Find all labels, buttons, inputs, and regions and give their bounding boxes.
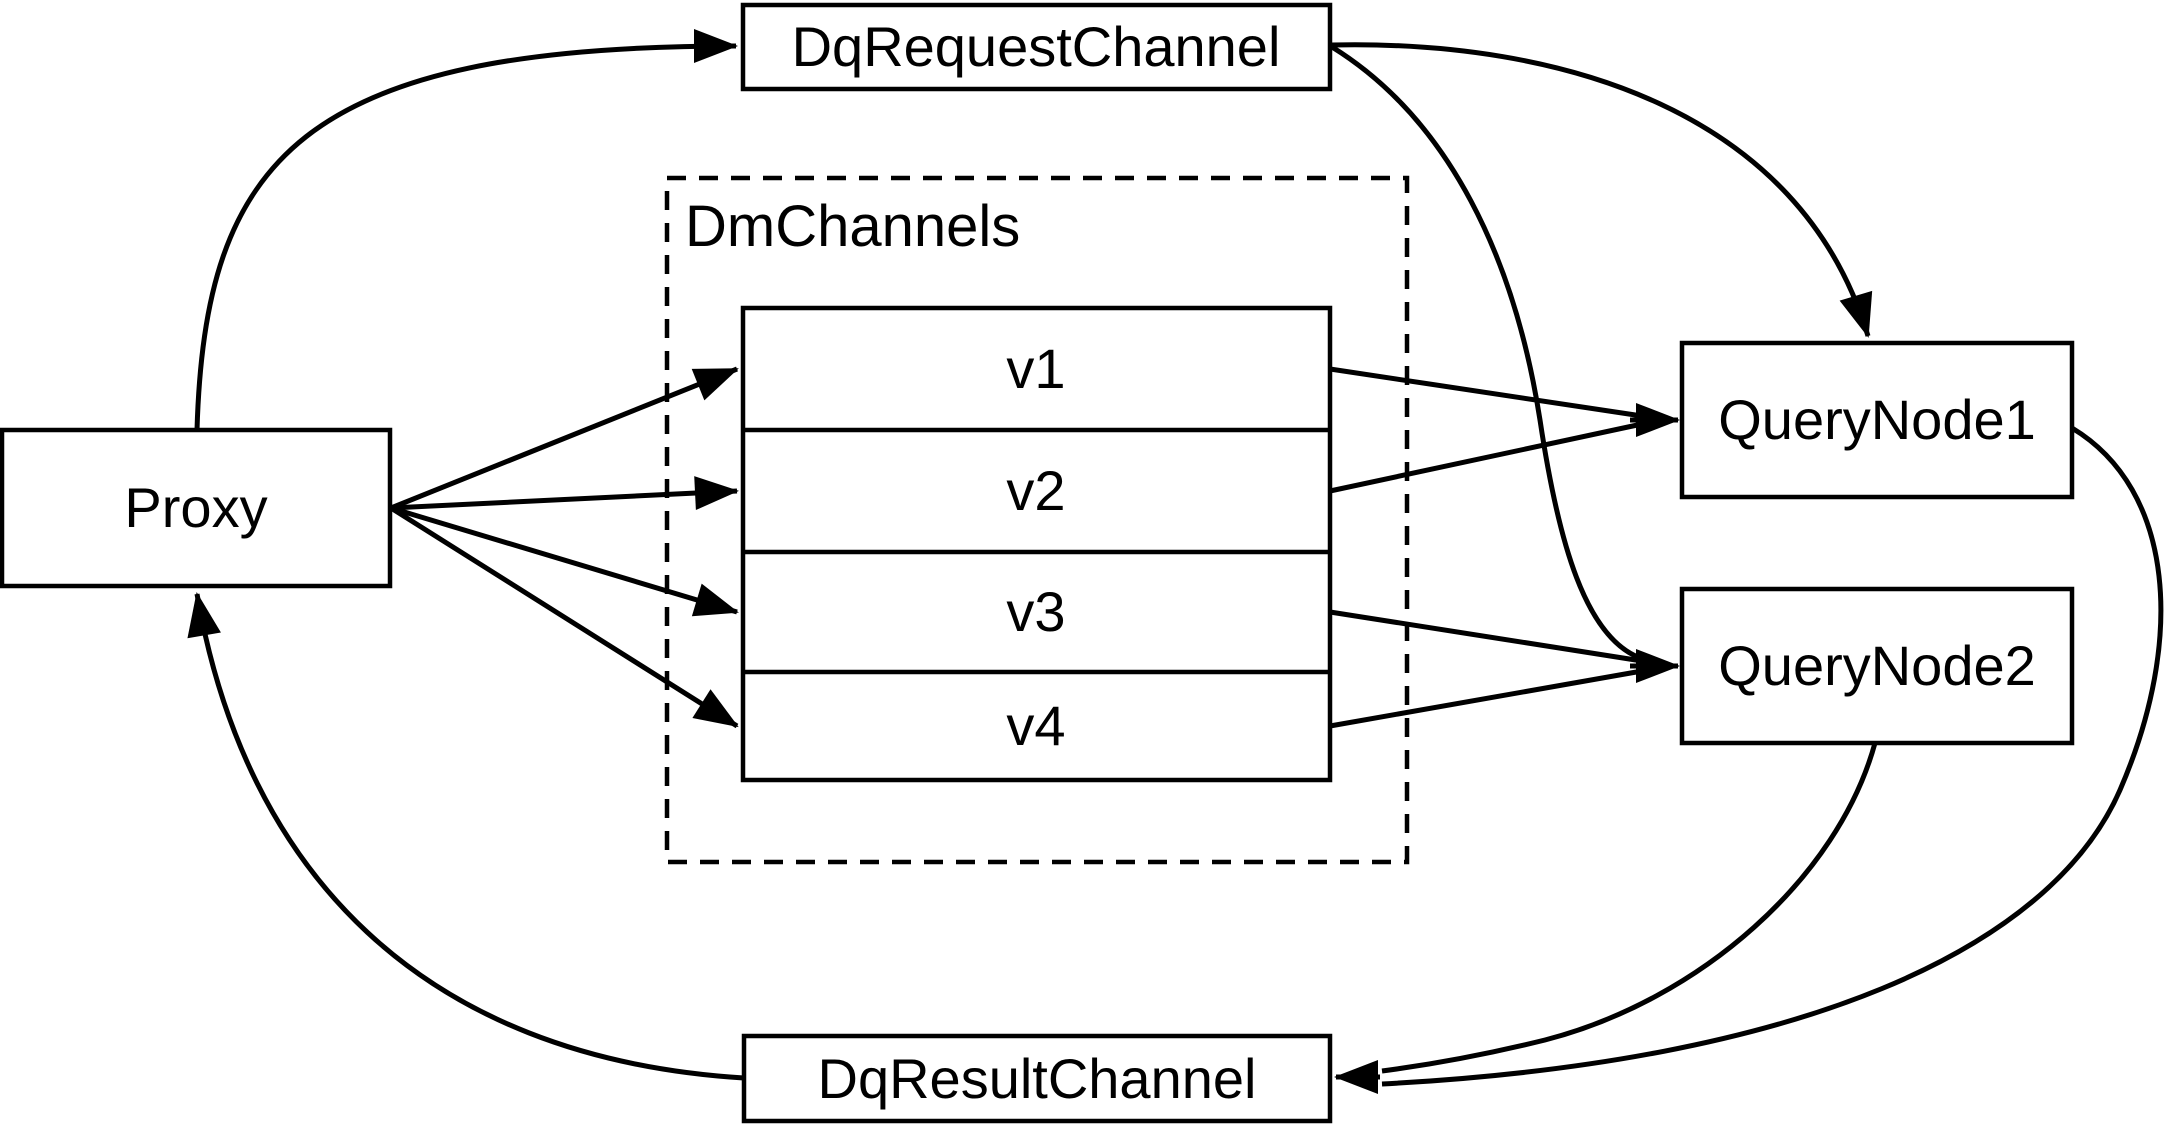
edge-querynode2-to-dqresultchannel <box>1381 742 1878 1074</box>
dmchannels-group-label: DmChannels <box>685 194 1020 259</box>
dqrequestchannel-label: DqRequestChannel <box>792 15 1281 78</box>
edge-proxy-to-v3 <box>390 505 739 617</box>
group-dmchannels: DmChannels <box>664 175 1410 865</box>
edge-v4-to-querynode2 <box>1329 668 1643 729</box>
dqrequestchannel-border <box>740 2 1333 92</box>
channel-v4-label: v4 <box>1006 694 1065 757</box>
querynode1-label: QueryNode1 <box>1718 388 2036 451</box>
channel-v3-label: v3 <box>1006 580 1065 643</box>
channel-stack-border <box>740 305 1333 783</box>
edge-v1-to-querynode1 <box>1329 366 1643 419</box>
edge-v3-to-querynode2 <box>1329 609 1643 664</box>
edge-querynode1-to-dqresultchannel <box>1381 425 2164 1087</box>
node-dqrequestchannel: DqRequestChannel <box>740 2 1333 92</box>
querynode2-label: QueryNode2 <box>1718 634 2036 697</box>
edges <box>187 29 2164 1094</box>
channel-v1-label: v1 <box>1006 337 1065 400</box>
querynode2-border <box>1679 586 2075 746</box>
node-dqresultchannel: DqResultChannel <box>741 1033 1333 1124</box>
dmchannels-dashed-border <box>664 175 1410 865</box>
edge-proxy-to-v4 <box>389 505 739 729</box>
querynode1-border <box>1679 340 2075 500</box>
edge-proxy-to-v2 <box>390 476 739 511</box>
proxy-label: Proxy <box>124 476 267 539</box>
dqresultchannel-label: DqResultChannel <box>818 1047 1257 1110</box>
dqresultchannel-border <box>741 1033 1333 1124</box>
edge-dqrequestchannel-to-querynode1 <box>1331 42 1873 338</box>
node-proxy: Proxy <box>0 427 393 589</box>
proxy-border <box>0 427 393 589</box>
edge-proxy-to-v1 <box>390 366 739 511</box>
channel-v2-label: v2 <box>1006 459 1065 522</box>
node-querynode1: QueryNode1 <box>1679 340 2075 500</box>
edge-proxy-to-dqrequestchannel <box>194 29 738 431</box>
edge-dqresultchannel-to-proxy <box>187 592 745 1081</box>
node-channel-stack: v1 v2 v3 v4 <box>740 305 1333 783</box>
node-querynode2: QueryNode2 <box>1679 586 2075 746</box>
edge-dqrequestchannel-to-querynode2 <box>1330 44 1644 662</box>
edge-v2-to-querynode1 <box>1329 421 1643 494</box>
